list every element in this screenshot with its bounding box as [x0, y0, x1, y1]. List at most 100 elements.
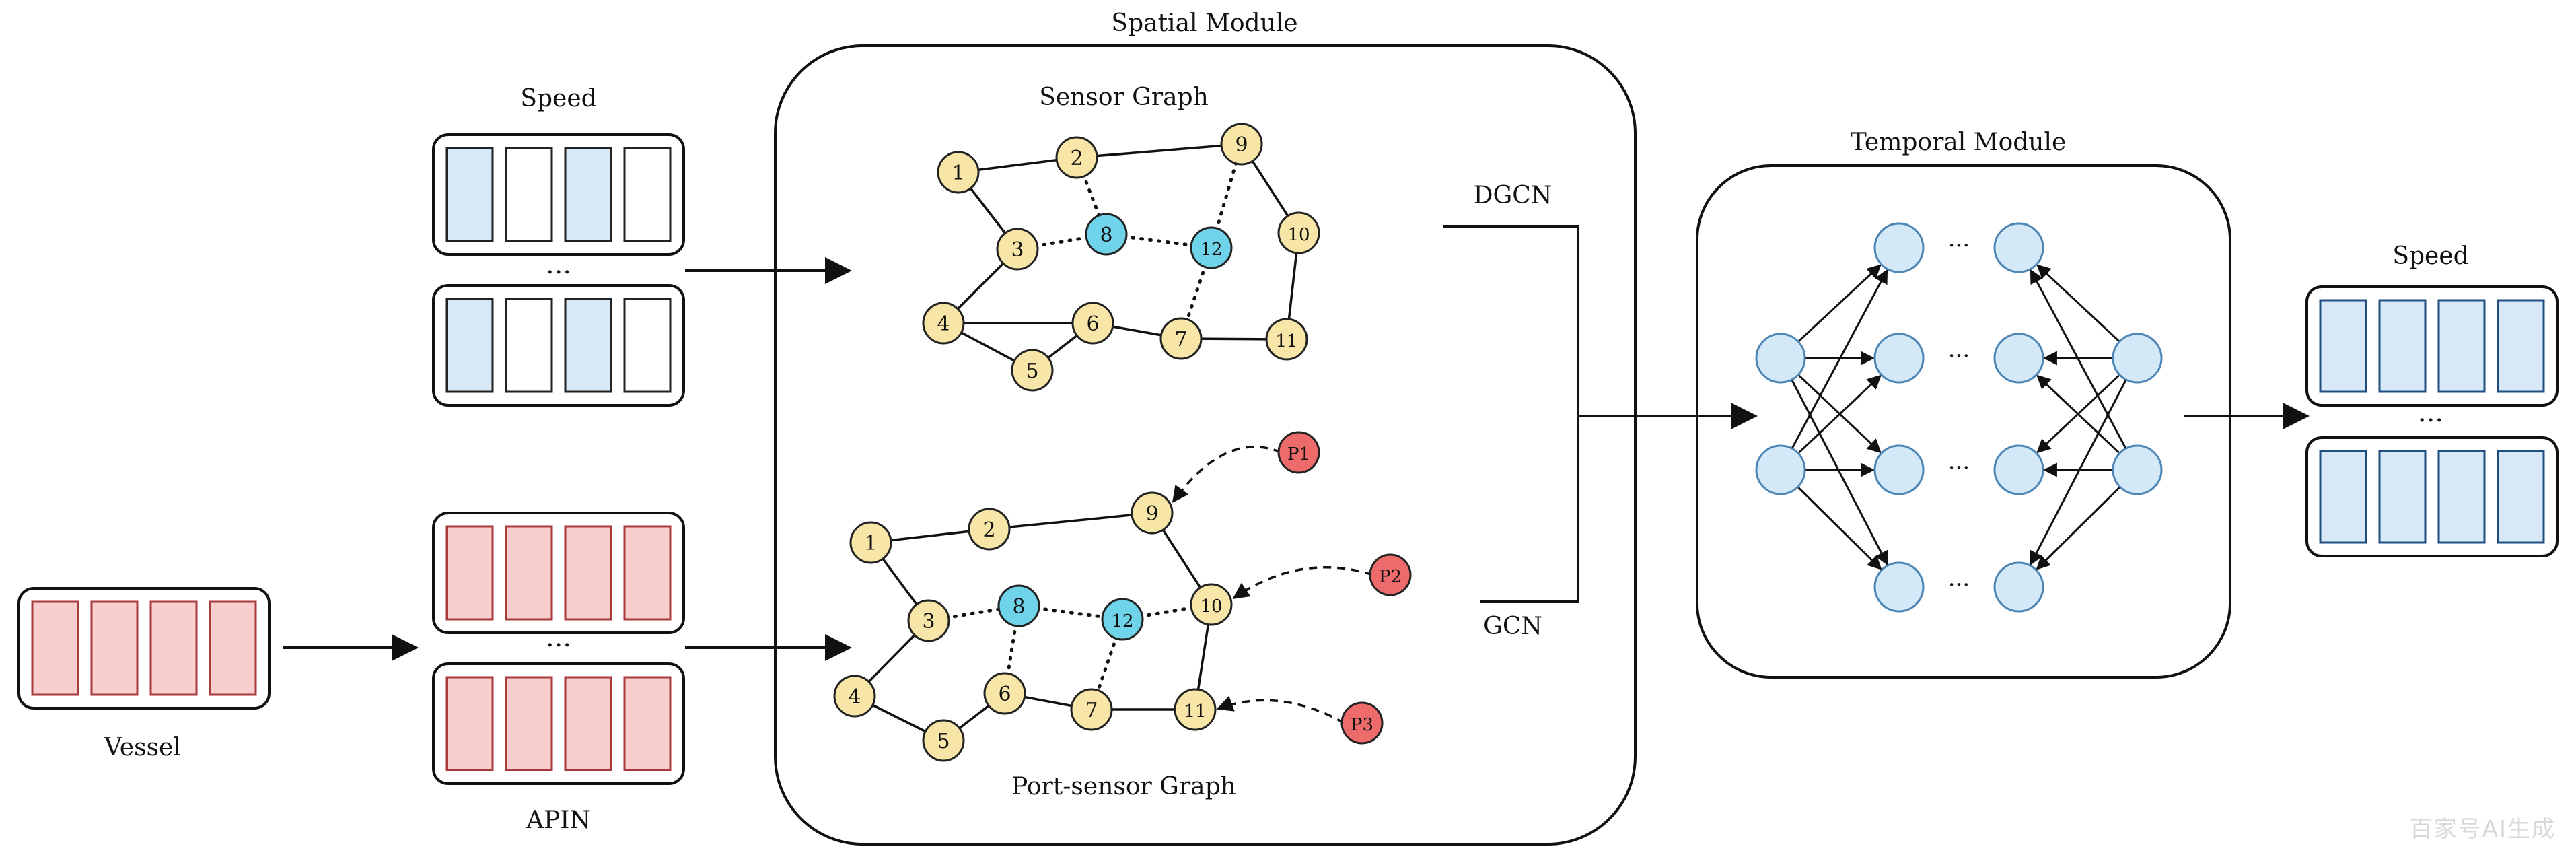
speed-block-top-cell	[505, 147, 553, 242]
apin-block-bottom-cell	[505, 676, 553, 771]
port-edge-8-6	[1003, 604, 1021, 695]
port-node-3	[907, 599, 950, 642]
vessel-block-cell	[209, 600, 257, 696]
vessel-block-cell	[31, 600, 79, 696]
port-node-10-label: 10	[1200, 596, 1222, 617]
port-edge-3-8	[927, 604, 1021, 623]
speed-block-top	[432, 133, 685, 256]
port-node-P2	[1369, 553, 1412, 596]
watermark: 百家号AI生成	[2409, 816, 2556, 843]
port-node-11-label: 11	[1184, 701, 1206, 722]
sensor-node-3	[996, 228, 1039, 271]
sensor-node-5-label: 5	[1026, 359, 1038, 383]
port-node-P1-label: P1	[1287, 444, 1310, 464]
dgcn-label: DGCN	[1474, 182, 1552, 209]
speed-input-blocks	[432, 133, 685, 407]
sensor-node-9	[1220, 123, 1263, 166]
sensor-node-5	[1011, 349, 1054, 392]
speed-ellipsis: ···	[546, 257, 571, 288]
port-node-12	[1101, 598, 1144, 641]
apin-block-top-cell	[564, 525, 612, 621]
speed-block-bottom-cell	[564, 298, 612, 393]
port-edge-2-9	[989, 512, 1153, 530]
port-node-P3-label: P3	[1351, 715, 1373, 735]
temporal-ellipsis: ···	[1948, 343, 1970, 370]
sensor-graph-title: Sensor Graph	[1039, 83, 1209, 111]
temporal-ellipsis: ···	[1948, 232, 1970, 259]
apin-block-top-cell	[445, 525, 494, 621]
temporal-edge-in-1-0	[1791, 269, 1888, 449]
apin-block-top-cell	[623, 525, 672, 621]
apin-block-top	[432, 512, 685, 634]
sensor-node-2-label: 2	[1070, 147, 1083, 170]
sensor-node-11-label: 11	[1275, 331, 1297, 351]
temporal-edge-out-0-0	[2036, 264, 2120, 343]
port-node-3-label: 3	[922, 610, 935, 633]
sensor-node-11	[1265, 318, 1308, 361]
output-speed-label: Speed	[2392, 242, 2468, 270]
sensor-node-1	[937, 151, 980, 194]
sensor-node-8-label: 8	[1100, 223, 1112, 247]
temporal-edge-in-0-3	[1791, 379, 1888, 566]
temporal-node	[1993, 333, 2044, 384]
sensor-edge-3-8	[1015, 232, 1108, 251]
port-node-2	[968, 508, 1011, 551]
port-edge-12-10	[1120, 602, 1213, 621]
output-block-top-cell	[2319, 299, 2367, 393]
temporal-ellipsis: ···	[1948, 454, 1970, 481]
output-block-bottom-cell	[2319, 450, 2367, 544]
port-node-5-label: 5	[937, 730, 950, 753]
temporal-edge-in-1-3	[1797, 486, 1882, 570]
temporal-edge-out-1-0	[2030, 269, 2127, 449]
output-block-bottom-cell	[2378, 450, 2427, 544]
temporal-node	[1873, 222, 1925, 273]
port-node-9-label: 9	[1145, 502, 1158, 526]
temporal-edge-out-1-1	[2036, 374, 2120, 454]
vessel-label: Vessel	[104, 734, 181, 761]
speed-block-bottom-cell	[623, 298, 672, 393]
apin-label: APIN	[526, 806, 591, 834]
sensor-node-6-label: 6	[1086, 312, 1099, 336]
sensor-node-12-label: 12	[1200, 240, 1222, 260]
sensor-node-4	[922, 302, 965, 345]
temporal-node	[2112, 444, 2163, 495]
speed-block-top-cell	[564, 147, 612, 242]
output-ellipsis: ···	[2418, 405, 2443, 436]
speed-output-blocks	[2305, 285, 2559, 557]
apin-input-blocks	[432, 512, 685, 785]
port-sensor-graph-title: Port-sensor Graph	[1011, 773, 1236, 800]
temporal-edge-out-1-3	[2036, 486, 2121, 570]
sensor-edge-2-9	[1076, 143, 1242, 159]
gcn-label: GCN	[1483, 613, 1542, 640]
vessel-block-cell	[149, 600, 198, 696]
vessel-input-block	[17, 587, 271, 710]
temporal-edge-in-0-0	[1797, 264, 1882, 343]
apin-block-bottom-cell	[564, 676, 612, 771]
port-node-P3	[1340, 701, 1384, 745]
port-node-6-label: 6	[998, 683, 1011, 706]
temporal-node	[2112, 333, 2163, 384]
sensor-node-3-label: 3	[1011, 238, 1024, 262]
port-node-8	[997, 584, 1040, 627]
port-node-7-label: 7	[1085, 699, 1098, 722]
port-edge-P1-9	[1172, 446, 1282, 504]
output-block-top	[2305, 285, 2559, 407]
port-node-9	[1131, 491, 1174, 535]
output-block-top-cell	[2378, 299, 2427, 393]
port-node-4	[833, 675, 876, 718]
port-node-6	[983, 672, 1026, 715]
temporal-node	[1993, 444, 2044, 495]
temporal-node	[1993, 222, 2044, 273]
sensor-node-1-label: 1	[952, 162, 964, 185]
temporal-node	[1873, 333, 1925, 384]
speed-block-bottom-cell	[505, 298, 553, 393]
port-node-10	[1190, 583, 1233, 626]
port-node-12-label: 12	[1111, 611, 1133, 631]
port-edge-P2-10	[1232, 566, 1373, 599]
sensor-node-4-label: 4	[937, 312, 950, 336]
port-node-2-label: 2	[982, 518, 995, 542]
output-block-bottom-cell	[2497, 450, 2545, 544]
